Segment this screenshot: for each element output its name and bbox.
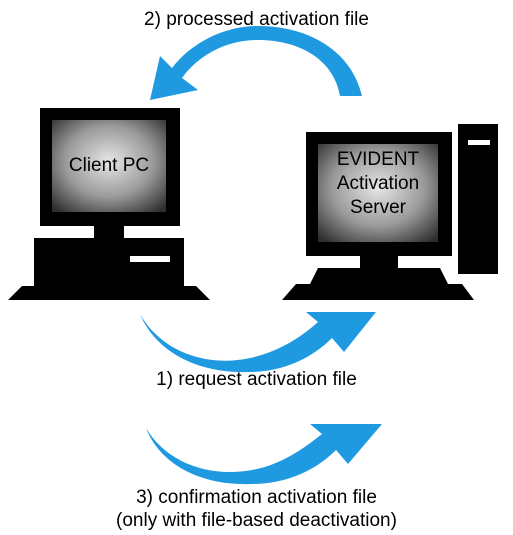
client-pc-icon [8, 108, 210, 300]
client-screen [52, 120, 166, 212]
server-keyboard [282, 284, 474, 300]
client-keyboard [8, 286, 210, 300]
processed-file-label: 2) processed activation file [144, 9, 369, 30]
arrow-confirmation-file [146, 424, 382, 485]
arrow-request-file [140, 312, 376, 373]
server-label-line2: Activation [336, 173, 420, 194]
confirmation-file-label: 3) confirmation activation file [136, 487, 377, 508]
server-label: EVIDENT Activation Server [318, 148, 438, 220]
client-pc-label: Client PC [68, 155, 150, 176]
request-file-label: 1) request activation file [156, 369, 357, 390]
server-tower [458, 124, 498, 274]
server-label-line1: EVIDENT [336, 149, 420, 170]
deactivation-note-label: (only with file-based deactivation) [116, 510, 397, 531]
server-label-line3: Server [350, 197, 406, 218]
arrow-processed-file [150, 26, 362, 100]
server-pc-icon [282, 124, 498, 300]
server-screen [318, 144, 438, 242]
client-drive-slot [130, 256, 170, 262]
